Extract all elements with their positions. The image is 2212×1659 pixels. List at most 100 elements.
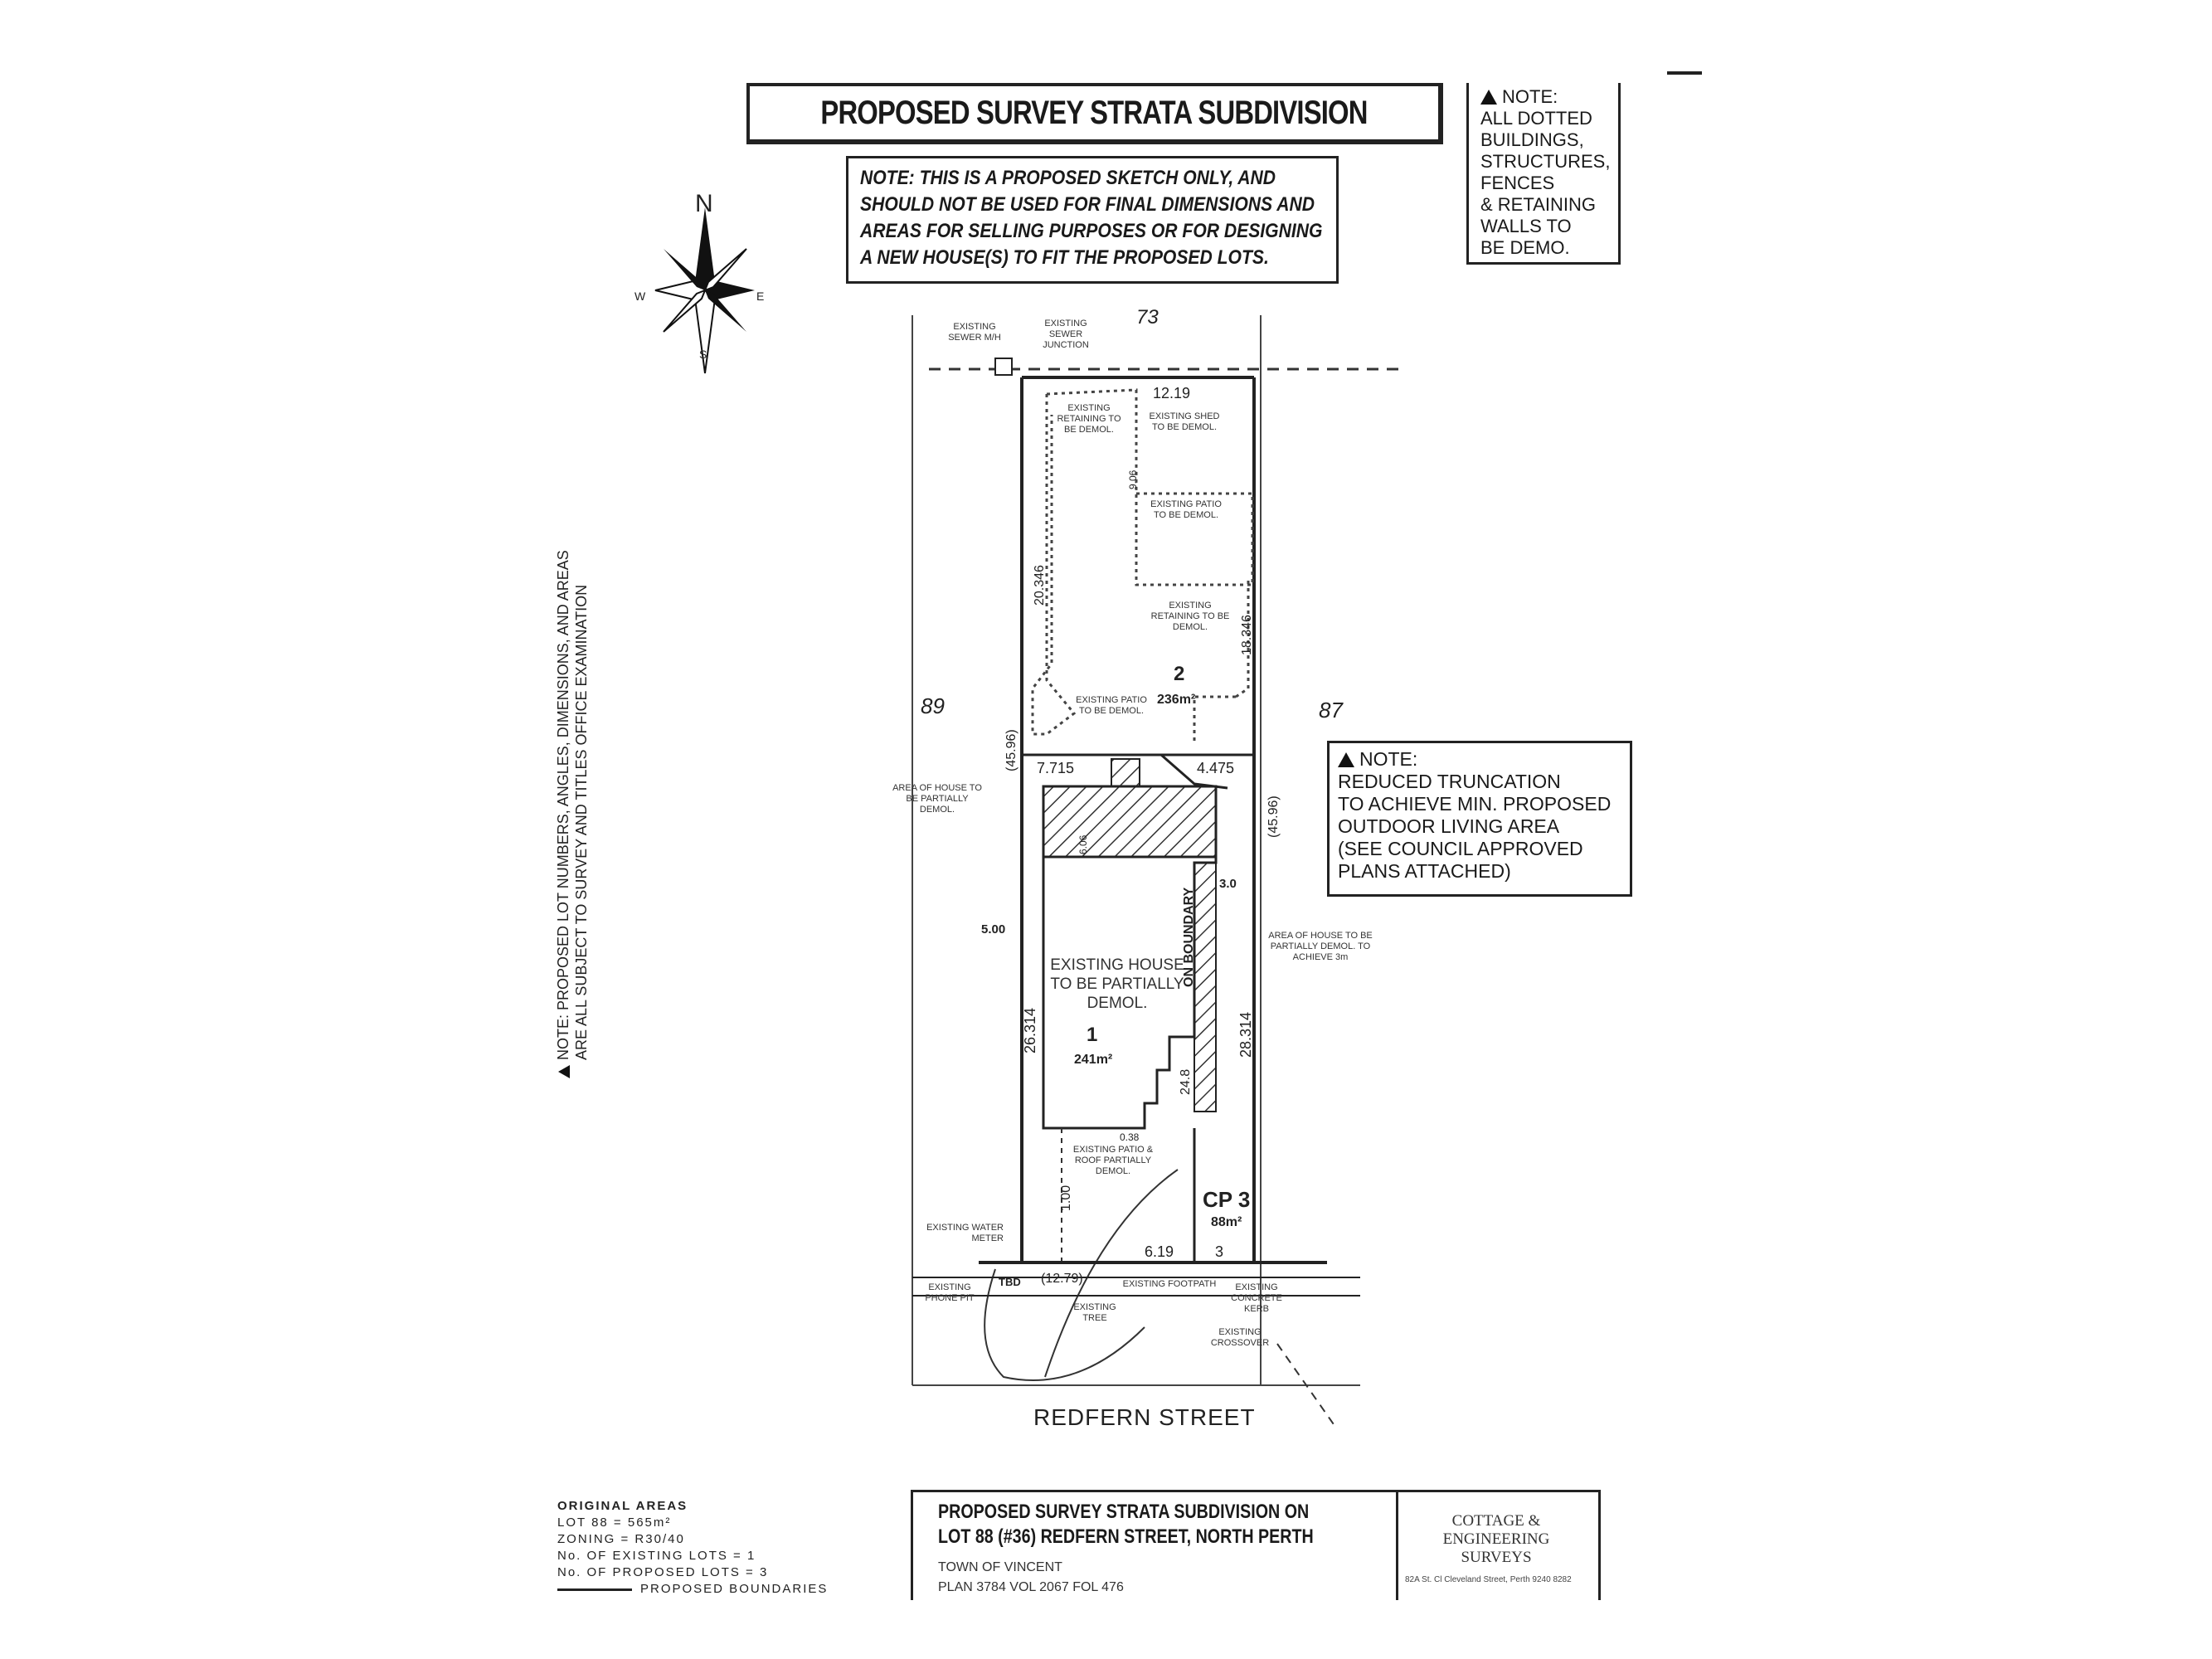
original-areas-line: No. OF PROPOSED LOTS = 3 [557,1565,769,1579]
title-block-line2: LOT 88 (#36) REDFERN STREET, NORTH PERTH [938,1525,1314,1548]
label-house: EXISTING HOUSE TO BE PARTIALLY DEMOL. [1050,956,1184,1012]
compass-rose-icon: N S E W [634,190,764,374]
label-retaining-right: EXISTING RETAINING TO BE DEMOL. [1150,601,1230,632]
label-kerb: EXISTING CONCRETE KERB [1231,1282,1282,1314]
demo-note-line: FENCES [1480,173,1555,193]
original-areas: ORIGINAL AREAS LOT 88 = 565m² ZONING = R… [557,1498,828,1598]
dim-left-total: (45.96) [1004,729,1018,771]
demo-note-line: ALL DOTTED [1480,108,1592,129]
label-patio-front: EXISTING PATIO & ROOF PARTIALLY DEMOL. [1072,1145,1154,1176]
lot2-number: 2 [1174,663,1184,685]
original-areas-legend: PROPOSED BOUNDARIES [640,1582,829,1596]
label-sewer-junction: EXISTING SEWER JUNCTION [1043,319,1089,350]
demo-note-line: & RETAINING [1480,194,1596,215]
page-title: PROPOSED SURVEY STRATA SUBDIVISION [820,95,1368,131]
original-areas-line: LOT 88 = 565m² [557,1515,672,1530]
compass-w: W [634,289,646,303]
cp3-area: 88m² [1211,1215,1242,1229]
warning-icon [1480,90,1497,105]
dim-house-side: 3.0 [1219,877,1237,891]
street-name: REDFERN STREET [1033,1404,1256,1430]
firm-address: 82A St. Cl Cleveland Street, Perth 9240 … [1405,1575,1572,1584]
legend-line-icon [557,1588,632,1591]
demo-note-heading: NOTE: [1502,86,1558,107]
truncation-note-line: OUTDOOR LIVING AREA [1338,815,1560,837]
truncation-note-line: (SEE COUNCIL APPROVED [1338,838,1583,859]
neighbour-rear: 73 [1136,306,1159,328]
tree-arc [984,1268,1145,1381]
demo-note-box: NOTE: ALL DOTTED BUILDINGS, STRUCTURES, … [1466,83,1621,265]
label-shed: EXISTING SHED TO BE DEMOL. [1149,411,1220,432]
cp3-number: CP 3 [1203,1187,1250,1212]
hatched-demol-area [1042,785,1218,859]
demo-structures [1031,388,1254,742]
truncation-note-box: NOTE: REDUCED TRUNCATION TO ACHIEVE MIN.… [1327,741,1632,897]
dim-frontage: (12.79) [1041,1272,1083,1286]
label-retaining-top: EXISTING RETAINING TO BE DEMOL. [1057,403,1121,435]
compass-e: E [756,289,764,303]
label-house-area-left: AREA OF HOUSE TO BE PARTIALLY DEMOL. [892,783,982,815]
label-water-meter: EXISTING WATER METER [926,1223,1004,1243]
compass-n: N [695,190,713,217]
dim-lot2-left: 20.346 [1033,565,1047,606]
label-tree: EXISTING TREE [1073,1302,1116,1323]
crossover-line [1276,1343,1336,1428]
hatched-demol-strip [1194,862,1217,1112]
dim-lot2-inner: 9.06 [1127,469,1139,489]
dim-boundary: ON BOUNDARY [1182,887,1196,987]
truncation-note-line: REDUCED TRUNCATION [1338,771,1561,792]
sewer-manhole [994,358,1013,376]
truncation-note-line: PLANS ATTACHED) [1338,860,1511,882]
neighbour-left: 89 [921,693,945,718]
title-block-line4: PLAN 3784 VOL 2067 FOL 476 [938,1580,1124,1594]
demo-note-line: BUILDINGS, [1480,129,1584,150]
hatched-demol-top [1111,758,1140,787]
label-patio-mid: EXISTING PATIO TO BE DEMOL. [1076,695,1147,716]
dim-rear-width: 12.19 [1153,385,1190,401]
truncation-note-heading: NOTE: [1359,748,1418,770]
neighbour-right: 87 [1319,698,1344,722]
title-box: PROPOSED SURVEY STRATA SUBDIVISION [746,83,1443,144]
existing-house [1042,857,1218,1130]
dim-lot2-right: 18.346 [1240,615,1254,655]
corner-mark [1667,71,1702,75]
dim-mid-left: 7.715 [1037,760,1074,776]
compass-s: S [699,348,707,361]
original-areas-heading: ORIGINAL AREAS [557,1499,688,1513]
firm-name: COTTAGE & ENGINEERING SURVEYS [1442,1512,1550,1566]
warning-note: NOTE: THIS IS A PROPOSED SKETCH ONLY, AN… [860,167,1323,269]
label-house-area-right: AREA OF HOUSE TO BE PARTIALLY DEMOL. TO … [1268,931,1373,962]
warning-icon [1338,752,1354,767]
demo-note-line: STRUCTURES, [1480,151,1611,172]
title-block-line1: PROPOSED SURVEY STRATA SUBDIVISION ON [938,1501,1310,1523]
dim-lot1-left: 26.314 [1022,1008,1038,1053]
driveway-arc [1044,1169,1179,1378]
label-patio-upper: EXISTING PATIO TO BE DEMOL. [1150,499,1222,520]
dim-fp-small: 0.38 [1120,1131,1140,1143]
label-sewer-manhole: EXISTING SEWER M/H [948,322,1001,343]
label-footpath: EXISTING FOOTPATH [1122,1279,1217,1289]
lot-boundary [1020,376,1256,1262]
original-areas-line: No. OF EXISTING LOTS = 1 [557,1549,756,1563]
dim-lot1-right: 28.314 [1237,1012,1254,1058]
label-crossover: EXISTING CROSSOVER [1210,1327,1270,1348]
dim-front-right: 3 [1215,1243,1223,1260]
warning-note-box: NOTE: THIS IS A PROPOSED SKETCH ONLY, AN… [846,156,1339,284]
dim-front-cp: 6.19 [1145,1243,1174,1260]
original-areas-line: ZONING = R30/40 [557,1532,685,1546]
dim-setback-left: 5.00 [981,922,1005,937]
truncation-note-line: TO ACHIEVE MIN. PROPOSED [1338,793,1612,815]
lot1-area: 241m² [1074,1053,1112,1067]
dim-front-left: 1.00 [1059,1185,1073,1211]
dim-right-total: (45.96) [1266,795,1281,838]
dim-mid-right: 4.475 [1197,760,1234,776]
title-block-line3: TOWN OF VINCENT [938,1560,1062,1574]
title-block: PROPOSED SURVEY STRATA SUBDIVISION ON LO… [911,1490,1601,1600]
demo-note-line: WALLS TO [1480,216,1572,236]
label-phone-pit: EXISTING PHONE PIT [925,1282,975,1303]
tbd-label: TBD [999,1276,1021,1288]
lot2-area: 236m² [1157,693,1195,707]
front-boundary [912,1261,1360,1297]
demo-note-line: BE DEMO. [1480,237,1570,258]
